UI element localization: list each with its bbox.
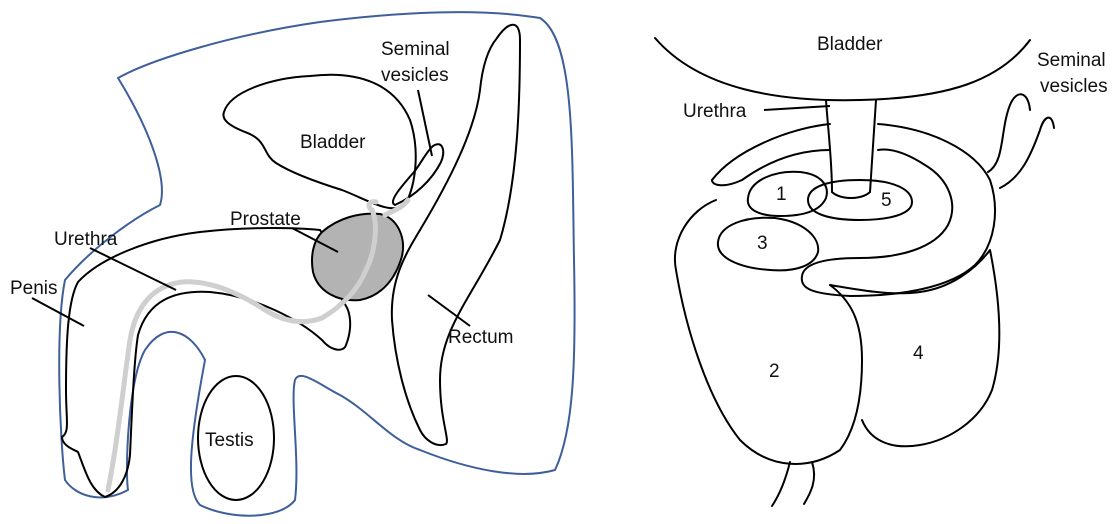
rectum-shape [392,25,520,445]
sagittal-diagram: Seminal vesicles Bladder Prostate Urethr… [10,12,575,515]
rectum-pointer [428,295,470,326]
urethra-tube [826,100,876,192]
urethra-right-pointer [764,106,830,110]
zone-4-label: 4 [913,343,924,364]
urethra-tube-end [832,192,870,198]
zone-3-label: 3 [757,233,768,254]
label-rectum: Rectum [448,327,513,348]
penis-pointer [32,298,84,326]
lower-urethra-squiggle-2 [804,462,814,504]
seminal-vesicle-squiggle-2 [1000,118,1054,188]
zone-2-lobe [675,200,862,464]
zone-1-label: 1 [776,184,787,205]
seminal-vesicles-pointer [418,90,432,156]
label-testis: Testis [205,430,254,451]
seminal-vesicle-squiggle-1 [988,94,1030,172]
label-seminal-vesicles-right-line2: vesicles [1040,76,1108,97]
lower-urethra-squiggle-1 [772,462,790,506]
label-bladder: Bladder [300,132,366,153]
label-prostate: Prostate [230,209,301,230]
label-urethra-right: Urethra [683,101,747,122]
label-seminal-vesicles-line2: vesicles [381,65,449,86]
penis-body-shape [62,228,350,497]
zone-5-label: 5 [881,190,892,211]
zone-5-shape [808,180,912,220]
label-bladder-right: Bladder [817,34,883,55]
label-penis: Penis [10,278,58,299]
zone-ring-inner-left [712,150,830,185]
zone-1-shape [748,172,827,216]
zone-3-shape [718,218,818,271]
zone-2-label: 2 [769,361,780,382]
urethra-pointer [90,248,176,290]
seminal-vesicle-shape [393,144,443,205]
label-seminal-vesicles-right-line1: Seminal [1037,50,1106,71]
prostate-zones-diagram: Bladder Urethra Seminal vesicles 1 2 3 4… [655,34,1108,506]
label-seminal-vesicles-line1: Seminal [381,39,450,60]
label-urethra: Urethra [54,229,118,250]
